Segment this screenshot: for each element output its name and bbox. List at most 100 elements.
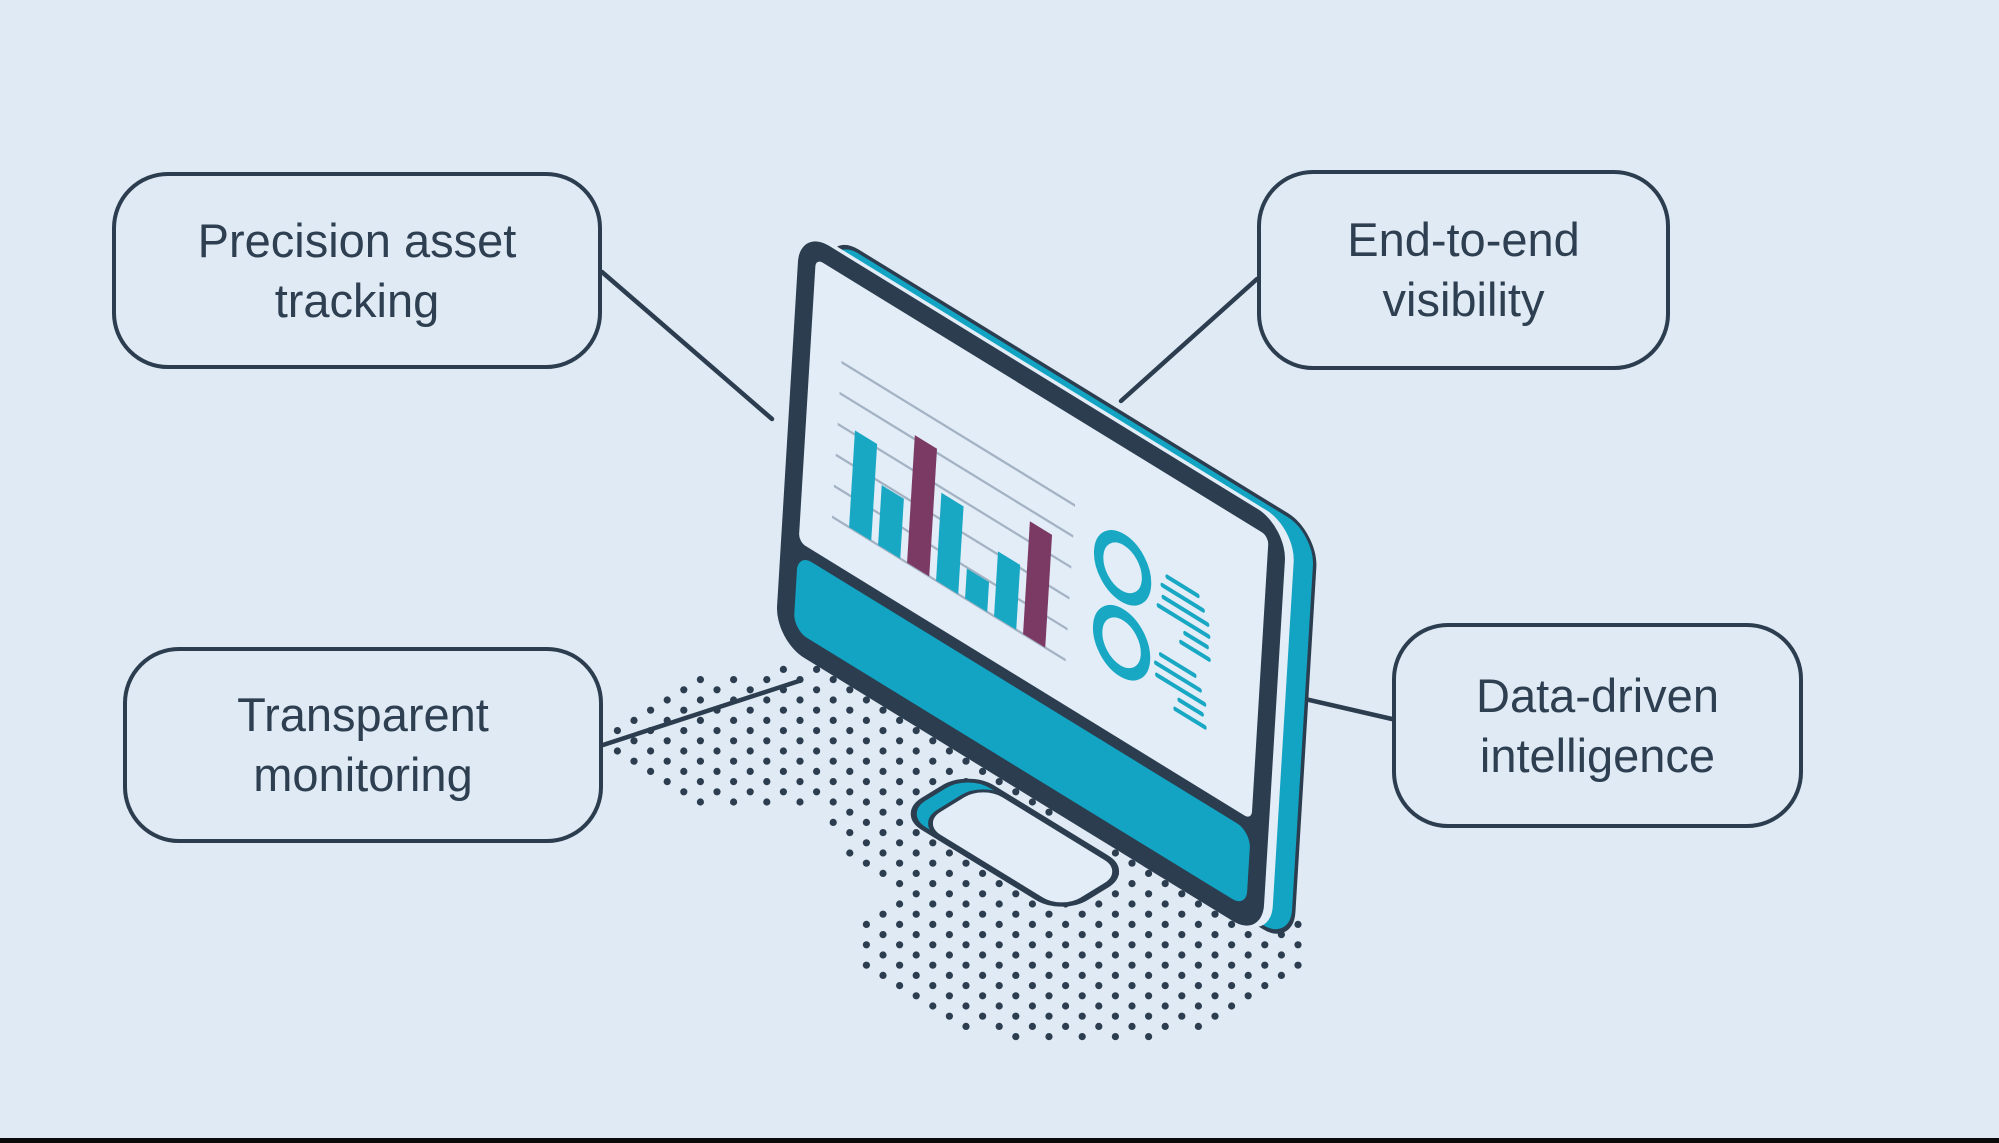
halftone-dot: [1294, 920, 1302, 929]
halftone-dot: [995, 920, 1003, 929]
halftone-dot: [962, 1022, 970, 1030]
halftone-dot: [746, 747, 754, 755]
halftone-dot: [862, 920, 871, 929]
halftone-dot: [1045, 971, 1053, 980]
halftone-dot: [896, 839, 904, 847]
halftone-dot: [1111, 971, 1119, 980]
halftone-dot: [1145, 869, 1153, 878]
halftone-dot: [779, 665, 788, 674]
screen-text-lines: [1154, 574, 1211, 730]
halftone-dot: [929, 900, 937, 908]
halftone-dot: [979, 931, 987, 939]
halftone-dot: [879, 788, 887, 796]
halftone-dot: [1228, 1002, 1236, 1010]
halftone-dot: [1128, 920, 1136, 929]
halftone-dot: [979, 890, 987, 898]
halftone-dot: [829, 696, 837, 704]
halftone-dot: [846, 849, 854, 857]
halftone-dot: [879, 910, 887, 918]
halftone-dot: [1145, 1033, 1153, 1041]
halftone-dot: [1161, 900, 1169, 908]
halftone-dot: [1045, 808, 1053, 816]
halftone-dot: [912, 869, 920, 878]
halftone-dot: [1012, 992, 1020, 1000]
halftone-dot: [1012, 1033, 1020, 1041]
halftone-dot: [829, 716, 837, 725]
halftone-dot: [979, 951, 987, 959]
halftone-dot: [879, 808, 887, 816]
halftone-dot: [779, 767, 788, 776]
halftone-dot: [829, 676, 837, 684]
halftone-dot: [896, 941, 904, 949]
halftone-dot: [1028, 941, 1036, 949]
halftone-dot: [746, 706, 754, 714]
halftone-dot: [1062, 920, 1070, 929]
halftone-dot: [862, 818, 871, 827]
halftone-dot: [896, 859, 904, 867]
halftone-dot: [979, 1012, 987, 1020]
halftone-dot: [1178, 992, 1186, 1000]
halftone-dot: [995, 778, 1003, 786]
halftone-dot: [1028, 1022, 1036, 1030]
halftone-dot: [1194, 1022, 1202, 1030]
halftone-dot: [896, 716, 904, 725]
halftone-dot: [1161, 880, 1169, 888]
halftone-dot: [962, 757, 970, 765]
callout-data-driven-intelligence: Data-driven intelligence: [1392, 623, 1803, 828]
halftone-dot: [1261, 961, 1269, 969]
halftone-dot: [779, 788, 788, 796]
halftone-dot: [1178, 890, 1186, 898]
halftone-dot: [1128, 982, 1136, 990]
halftone-dot: [896, 961, 904, 969]
halftone-dot: [680, 767, 688, 776]
halftone-dot: [796, 716, 804, 725]
halftone-dot: [796, 798, 804, 806]
halftone-dot: [813, 706, 821, 714]
halftone-dot: [1194, 941, 1202, 949]
halftone-dot: [896, 798, 904, 806]
halftone-dot: [862, 839, 871, 847]
halftone-dot: [663, 757, 671, 765]
halftone-dot: [1095, 941, 1103, 949]
halftone-dot: [929, 961, 937, 969]
halftone-dot: [813, 767, 821, 776]
halftone-dot: [995, 900, 1003, 908]
halftone-dot: [796, 696, 804, 704]
halftone-dot: [1012, 931, 1020, 939]
halftone-dot: [696, 798, 705, 806]
halftone-dot: [995, 941, 1003, 949]
screen-text-line: [1158, 652, 1197, 678]
halftone-dot: [1211, 992, 1219, 1000]
halftone-dot: [1211, 951, 1219, 959]
halftone-dot: [630, 716, 638, 725]
halftone-dot: [1111, 931, 1119, 939]
halftone-dot: [730, 757, 738, 765]
halftone-dot: [962, 961, 970, 969]
halftone-dot: [1062, 941, 1070, 949]
halftone-dot: [1128, 1002, 1136, 1010]
halftone-dot: [862, 716, 871, 725]
callout-label: Transparent: [237, 688, 489, 742]
screen-gridline: [841, 360, 1076, 507]
halftone-dot: [1244, 951, 1252, 959]
halftone-dot: [1178, 910, 1186, 918]
halftone-dot: [1128, 900, 1136, 908]
halftone-dot: [1244, 992, 1252, 1000]
halftone-dot: [1095, 900, 1103, 908]
screen-text-line: [1173, 706, 1207, 730]
halftone-dot: [879, 971, 887, 980]
halftone-dot: [879, 747, 887, 755]
halftone-dot: [696, 737, 705, 745]
halftone-dot: [945, 931, 954, 939]
halftone-dot: [663, 696, 671, 704]
halftone-dot: [979, 992, 987, 1000]
halftone-dot: [1228, 982, 1236, 990]
halftone-dot: [912, 829, 920, 837]
halftone-dot: [979, 910, 987, 918]
halftone-dot: [862, 778, 871, 786]
halftone-dot: [730, 676, 738, 684]
halftone-dot: [846, 788, 854, 796]
halftone-dot: [1078, 1033, 1086, 1041]
halftone-dot: [1128, 961, 1136, 969]
